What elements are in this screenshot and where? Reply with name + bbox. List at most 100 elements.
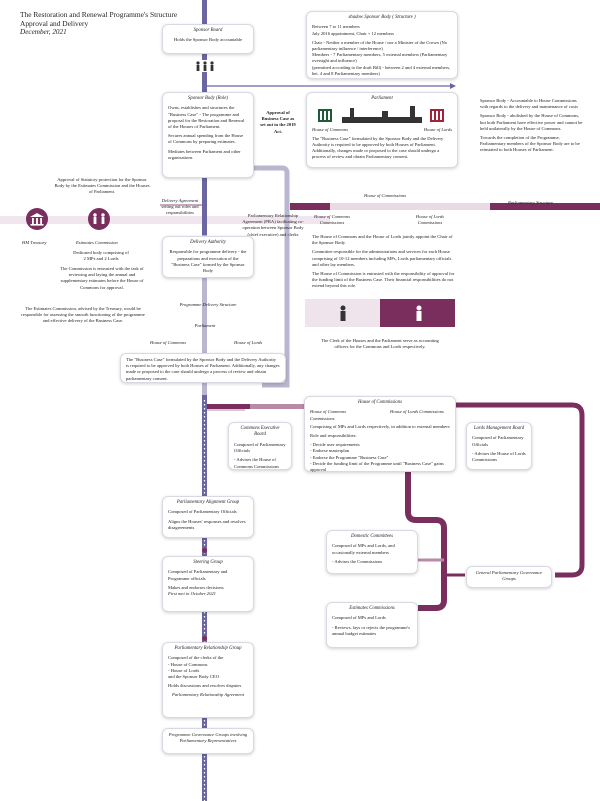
lords-loop bbox=[455, 402, 585, 578]
right-note-p3: Towards the completion of the Programme,… bbox=[480, 134, 580, 153]
lavender-curve bbox=[253, 165, 290, 388]
sponsor-board-title: Sponsor Board bbox=[193, 28, 223, 33]
steering-p1: Composed of Parliamentary and Programme … bbox=[168, 569, 228, 581]
sponsor-board-box: Sponsor Board Holds the Sponsor Body acc… bbox=[162, 24, 254, 54]
commissions-top-title: House of Commissions bbox=[363, 193, 407, 198]
commissions-top-p3: The House of Commission is entrusted wit… bbox=[312, 270, 455, 289]
delivery-authority-box: Delivery Authority Responsible for progr… bbox=[162, 236, 254, 278]
estimates-commission-icon bbox=[88, 208, 110, 230]
commissions-top-p1: The House of Commons and the House of Lo… bbox=[312, 234, 453, 246]
parliament-box: Parliament House of Commons House of Lor… bbox=[306, 92, 458, 168]
gpgg-title: General Parliamentary Governance Groups bbox=[475, 570, 543, 582]
business-case-box: The "Business Case" formulated by the Sp… bbox=[120, 353, 286, 383]
steering-box: Steering Group Composed of Parliamentary… bbox=[162, 556, 254, 612]
commissions-band-pale bbox=[330, 203, 490, 210]
shadow-line2: July 2016 appointment, Chair + 12 member… bbox=[312, 30, 395, 36]
prg-item-1: - House of Lords bbox=[168, 667, 200, 673]
prg-dot bbox=[202, 636, 207, 641]
commons-exec-p2: - Advises the House of Commons Commissio… bbox=[234, 457, 280, 469]
shadow-sponsor-box: shadow Sponsor Body ( Structure ) Betwee… bbox=[306, 11, 458, 79]
domestic-p2: - Advises the Commissions bbox=[332, 558, 383, 564]
estimates-commission-label: Estimates Commission bbox=[76, 240, 118, 245]
pag-box: Parliamentary Alignment Group Composed o… bbox=[162, 496, 254, 538]
parliamentary-structure-label: Parliamentary Structure bbox=[508, 200, 553, 205]
sponsor-body-p2: Secures annual spending from the House o… bbox=[168, 133, 244, 145]
clerk-panel bbox=[305, 299, 455, 327]
commissions-mid-commons: House of Commons Commissions bbox=[310, 409, 346, 421]
commissions-top: House of Commissions bbox=[310, 193, 460, 199]
delivery-agreement-text: setting out roles and responsibilities bbox=[161, 204, 199, 216]
estimates-p1: Dedicated body comprising of 2 MPs and 2… bbox=[73, 250, 129, 262]
sponsor-body-box: Sponsor Body (Role) Owns, establishes an… bbox=[162, 92, 254, 178]
prg-box: Parliamentary Relationship Group Compose… bbox=[162, 642, 254, 718]
steering-p2: Makes and endorses decisions bbox=[168, 584, 224, 590]
commons-exec-p1: Composed of Parliamentary Officials bbox=[234, 441, 286, 454]
commissions-top-text: The House of Commons and the House of Lo… bbox=[312, 234, 458, 293]
estimates-p2: The Commission is entrusted with the tas… bbox=[60, 266, 144, 290]
commissions-top-commons: House of Commons Commissions bbox=[314, 214, 350, 226]
hm-treasury-icon bbox=[26, 208, 48, 230]
commissions-mid-title: House of Commissions bbox=[358, 400, 402, 405]
delivery-authority-text: Responsible for programme delivery - the… bbox=[169, 249, 247, 274]
prg-p3: Parliamentary Relationship Agreement bbox=[172, 692, 244, 698]
pag-p2: Aligns the Houses' responses and resolve… bbox=[168, 518, 246, 530]
clerk-commons-person-icon bbox=[340, 305, 346, 321]
steering-dot bbox=[202, 548, 207, 553]
estimates-band bbox=[0, 216, 330, 224]
sponsor-body-title: Sponsor Body (Role) bbox=[188, 96, 228, 101]
commissions-top-lords: House of Lords Commissions bbox=[415, 214, 445, 226]
right-note-p2: Sponsor Body - abolished by the House of… bbox=[480, 113, 583, 131]
approval-note: Approval of Business Case as set out in … bbox=[260, 110, 296, 134]
commissions-mid-item-3: - Decide the funding limit of the Progra… bbox=[310, 460, 444, 472]
parliament-mid-commons: House of Commons bbox=[150, 340, 186, 345]
right-note-p1: Sponsor Body - Accountable to House Comm… bbox=[480, 98, 578, 110]
commissions-mid-item-0: - Decide user requirements bbox=[310, 442, 360, 448]
right-note: Sponsor Body - Accountable to House Comm… bbox=[480, 98, 583, 157]
parliament-title: Parliament bbox=[371, 96, 393, 101]
domestic-box: Domestic Committees Composed of MPs and … bbox=[326, 530, 418, 574]
commissions-top-p2: Committee responsible for the administra… bbox=[312, 249, 452, 267]
domestic-title: Domestic Committees bbox=[351, 534, 393, 539]
steering-title: Steering Group bbox=[193, 560, 223, 565]
commissions-mid-p2: Role and responsibilities: bbox=[310, 433, 357, 439]
commissions-mid-item-2: - Endorse the Programme "Business Case" bbox=[310, 454, 389, 460]
estimates-comm-title: Estimates Commissions bbox=[349, 606, 395, 611]
parliament-skyline-icon bbox=[318, 106, 444, 124]
shadow-line5: (permitted according to the draft Bill) … bbox=[312, 64, 451, 76]
commissions-mid-box: House of Commissions House of Commons Co… bbox=[304, 396, 456, 472]
lords-mgmt-title: Lords Management Board bbox=[473, 426, 525, 431]
lavender-spine bbox=[202, 235, 207, 395]
shadow-arrowhead bbox=[450, 83, 456, 89]
estimates-comm-p1: Composed of MPs and Lords bbox=[332, 615, 386, 621]
gpgg-box: General Parliamentary Governance Groups bbox=[466, 566, 552, 588]
prg-title: Parliamentary Relationship Group bbox=[174, 646, 242, 651]
pag-p1: Composed of Parliamentary Officials bbox=[168, 509, 237, 515]
commissions-mid-item-1: - Endorse masterplan bbox=[310, 448, 350, 454]
pgg-title: Programme Governance Groups involving Pa… bbox=[168, 732, 248, 744]
commissions-mid-p1: Comprising of MPs and Lords respectively… bbox=[310, 423, 450, 429]
statutory-text: Approval of Statutory protection for the… bbox=[54, 177, 150, 195]
estimates-comm-p2: - Reviews, lays or rejects the programme… bbox=[332, 624, 411, 636]
shadow-line1: Between 7 to 11 members bbox=[312, 24, 360, 30]
lords-mgmt-p1: Composed of Parliamentary Officials bbox=[472, 435, 524, 447]
clerk-note: The Clerk of the Houses and the Parliame… bbox=[321, 338, 439, 350]
prg-p1: Composed of the clerks of the bbox=[168, 655, 224, 661]
commons-exec-title: Commons Executive Board bbox=[240, 426, 280, 438]
page-title: The Restoration and Renewal Programme's … bbox=[20, 10, 178, 19]
prg-item-0: - House of Commons bbox=[168, 661, 208, 667]
hm-treasury-label: HM Treasury bbox=[22, 240, 47, 245]
lords-mgmt-box: Lords Management Board Composed of Parli… bbox=[466, 422, 532, 470]
delivery-agreement: Delivery Agreement setting out roles and… bbox=[160, 198, 200, 217]
sponsor-board-people-icon bbox=[193, 60, 217, 72]
business-case-text: The "Business Case" formulated by the Sp… bbox=[126, 357, 280, 381]
delivery-agreement-title: Delivery Agreement bbox=[161, 198, 199, 203]
parliament-commons-label: House of Commons bbox=[312, 127, 348, 133]
committees-branch bbox=[405, 470, 447, 611]
sponsor-body-p3: Mediates between Parliament and other or… bbox=[168, 148, 241, 160]
pra-text: Parliamentary Relationship Agreement (PR… bbox=[242, 213, 304, 237]
steering-p3: First met in October 2021 bbox=[168, 591, 216, 597]
parliament-mid-title: Parliament bbox=[194, 323, 216, 328]
domestic-p1: Composed of MPs and Lords, and occasiona… bbox=[332, 543, 395, 555]
commons-exec-box: Commons Executive Board Composed of Parl… bbox=[228, 422, 292, 470]
pgg-box: Programme Governance Groups involving Pa… bbox=[162, 728, 254, 754]
